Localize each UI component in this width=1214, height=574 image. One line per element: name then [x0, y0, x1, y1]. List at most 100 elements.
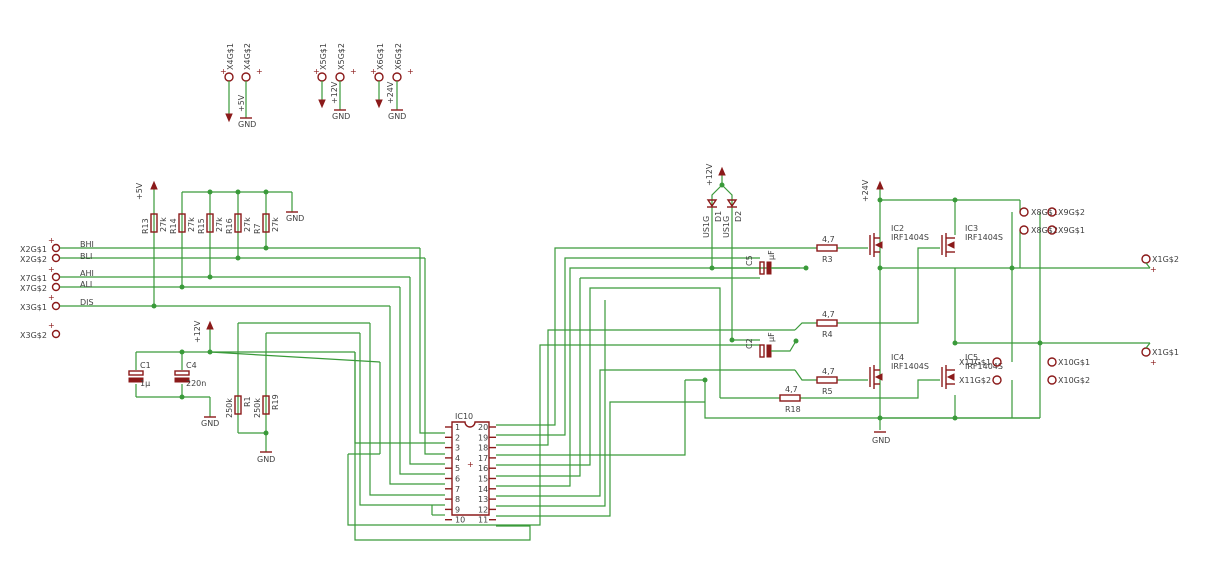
caps-rail-label: +12V: [193, 320, 202, 343]
ic10-pin-label-3: 3: [455, 444, 460, 453]
ic10-pin-label-11: 11: [478, 516, 488, 525]
mosfet-ic2[interactable]: IC2 IRF1404S: [869, 224, 929, 257]
svg-text:250k: 250k: [225, 398, 234, 418]
x6-pin2-label: X6G$2: [394, 43, 403, 70]
resistor-r18[interactable]: 4,7 R18: [779, 385, 801, 414]
x5-rail-label: +12V: [330, 81, 339, 104]
input-connector-x2-1[interactable]: X2G$1 BHI: [20, 240, 420, 254]
svg-text:R15: R15: [197, 218, 206, 234]
connector-x11-1[interactable]: X11G$1: [959, 357, 1002, 367]
svg-text:X2G$2: X2G$2: [20, 255, 47, 264]
capacitor-c4[interactable]: C4 220n: [174, 361, 206, 388]
capacitor-c2[interactable]: C2 µF: [745, 332, 776, 358]
pullup-gnd-label: GND: [286, 214, 304, 223]
input-connector-x7-2[interactable]: X7G$2 ALI: [20, 280, 400, 293]
svg-text:+: +: [1150, 358, 1157, 367]
svg-text:µF: µF: [767, 332, 776, 342]
connector-x8-2[interactable]: X8G$2: [1019, 225, 1058, 235]
svg-text:X3G$2: X3G$2: [20, 331, 47, 340]
svg-text:R13: R13: [141, 218, 150, 234]
input-connector-x3-1[interactable]: X3G$1 DIS: [20, 298, 390, 312]
ic10-pin-label-7: 7: [455, 485, 460, 494]
resistor-r19[interactable]: 250k R19: [253, 394, 280, 418]
ic10-pin-label-16: 16: [478, 464, 488, 473]
resistor-r5[interactable]: 4,7 R5: [816, 367, 838, 396]
mosfet-ic4[interactable]: IC4 IRF1404S: [869, 353, 929, 389]
connector-x10-1[interactable]: X10G$1: [1047, 357, 1090, 367]
svg-text:X11G$1: X11G$1: [959, 358, 991, 367]
svg-text:4,7: 4,7: [822, 235, 835, 244]
resistor-r14[interactable]: R14 27k: [169, 217, 196, 234]
resistor-r16[interactable]: R16 27k: [225, 217, 252, 234]
resistor-r15[interactable]: R15 27k: [197, 217, 224, 234]
svg-text:C4: C4: [186, 361, 197, 370]
input-connector-x2-2[interactable]: X2G$2 BLI: [20, 252, 425, 264]
capacitor-c5[interactable]: C5 µF: [745, 250, 776, 275]
x5-gnd-label: GND: [332, 112, 350, 121]
supply-connector-x6[interactable]: ++ X6G$1 X6G$2 +24V GND: [370, 43, 414, 121]
mosfet-ic3[interactable]: IC3 IRF1404S: [941, 224, 1003, 257]
bias-resistors: GND 250k R1 250k R19: [225, 322, 370, 464]
connector-x9-2[interactable]: X9G$2: [1047, 207, 1085, 217]
svg-text:+: +: [48, 293, 55, 302]
signal-bli-label: BLI: [80, 252, 92, 261]
svg-text:+: +: [350, 67, 357, 76]
resistor-r7[interactable]: R7 27k: [253, 217, 280, 234]
ic10-pin-label-4: 4: [455, 454, 460, 463]
supply-connector-x4[interactable]: ++ X4G$1 X4G$2 +5V GND: [220, 43, 263, 129]
connector-x9-1[interactable]: X9G$1: [1047, 225, 1085, 235]
svg-text:R19: R19: [271, 394, 280, 410]
caps-gnd-label: GND: [201, 419, 219, 428]
supply-connector-x5[interactable]: ++ X5G$1 X5G$2 +12V GND: [313, 43, 357, 121]
svg-text:X8G$2: X8G$2: [1031, 226, 1058, 235]
svg-text:R18: R18: [785, 405, 801, 414]
svg-text:R5: R5: [822, 387, 833, 396]
x5-pin1-label: X5G$1: [319, 43, 328, 70]
svg-text:27k: 27k: [243, 217, 252, 232]
input-connector-x7-1[interactable]: X7G$1 AHI: [20, 269, 410, 283]
gate-resistors: 4,7 R3 4,7 R4 4,7 R5 4,7 R18: [720, 235, 940, 414]
x6-rail-label: +24V: [386, 81, 395, 104]
x6-pin1-label: X6G$1: [376, 43, 385, 70]
svg-text:µF: µF: [767, 250, 776, 260]
resistor-r3[interactable]: 4,7 R3: [816, 235, 838, 264]
mosfet-ic5[interactable]: IC5 IRF1404S: [941, 353, 1003, 389]
ic10-pin-label-17: 17: [478, 454, 488, 463]
svg-text:US1G: US1G: [722, 216, 731, 238]
svg-text:R4: R4: [822, 330, 833, 339]
svg-text:+: +: [1150, 265, 1157, 274]
svg-text:27k: 27k: [159, 217, 168, 232]
bootstrap-rail-label: +12V: [705, 163, 714, 186]
svg-text:4,7: 4,7: [822, 310, 835, 319]
x4-rail-label: +5V: [237, 94, 246, 112]
c2-name: C2: [745, 338, 754, 349]
x6-gnd-label: GND: [388, 112, 406, 121]
svg-text:X1G$1: X1G$1: [1152, 348, 1179, 357]
pullup-network: +5V GND R13 27k R14 27k R15 27k R16 27: [135, 180, 304, 309]
svg-text:IRF1404S: IRF1404S: [965, 233, 1003, 242]
supply-caps: +12V GND C1 1µ C4 220n: [128, 320, 355, 428]
connector-x10-2[interactable]: X10G$2: [1047, 375, 1090, 385]
svg-text:+: +: [48, 236, 55, 245]
svg-text:X10G$2: X10G$2: [1058, 376, 1090, 385]
capacitor-c1[interactable]: C1 1µ: [128, 361, 151, 388]
svg-text:X1G$2: X1G$2: [1152, 255, 1179, 264]
svg-text:X9G$2: X9G$2: [1058, 208, 1085, 217]
resistor-r13[interactable]: R13 27k: [141, 217, 168, 234]
resistor-r4[interactable]: 4,7 R4: [816, 310, 838, 339]
svg-text:IC5: IC5: [965, 353, 978, 362]
connector-x11-2[interactable]: X11G$2: [959, 375, 1002, 385]
svg-text:R7: R7: [253, 223, 262, 234]
svg-text:X7G$2: X7G$2: [20, 284, 47, 293]
connector-x8-1[interactable]: X8G$1: [1019, 207, 1058, 217]
diode-d2[interactable]: US1G D2: [722, 199, 743, 238]
connector-x1-1[interactable]: X1G$1 +: [1141, 347, 1179, 367]
svg-text:X8G$1: X8G$1: [1031, 208, 1058, 217]
output-connectors: X8G$1 X8G$2 X9G$2 X9G$1 X11G$1 X11G$2 X1…: [959, 207, 1179, 418]
resistor-r1[interactable]: 250k R1: [225, 396, 252, 418]
diode-d1[interactable]: US1G D1: [702, 199, 723, 238]
ic10-pin-label-10: 10: [455, 516, 465, 525]
input-connector-x3-2[interactable]: X3G$2: [20, 329, 61, 341]
